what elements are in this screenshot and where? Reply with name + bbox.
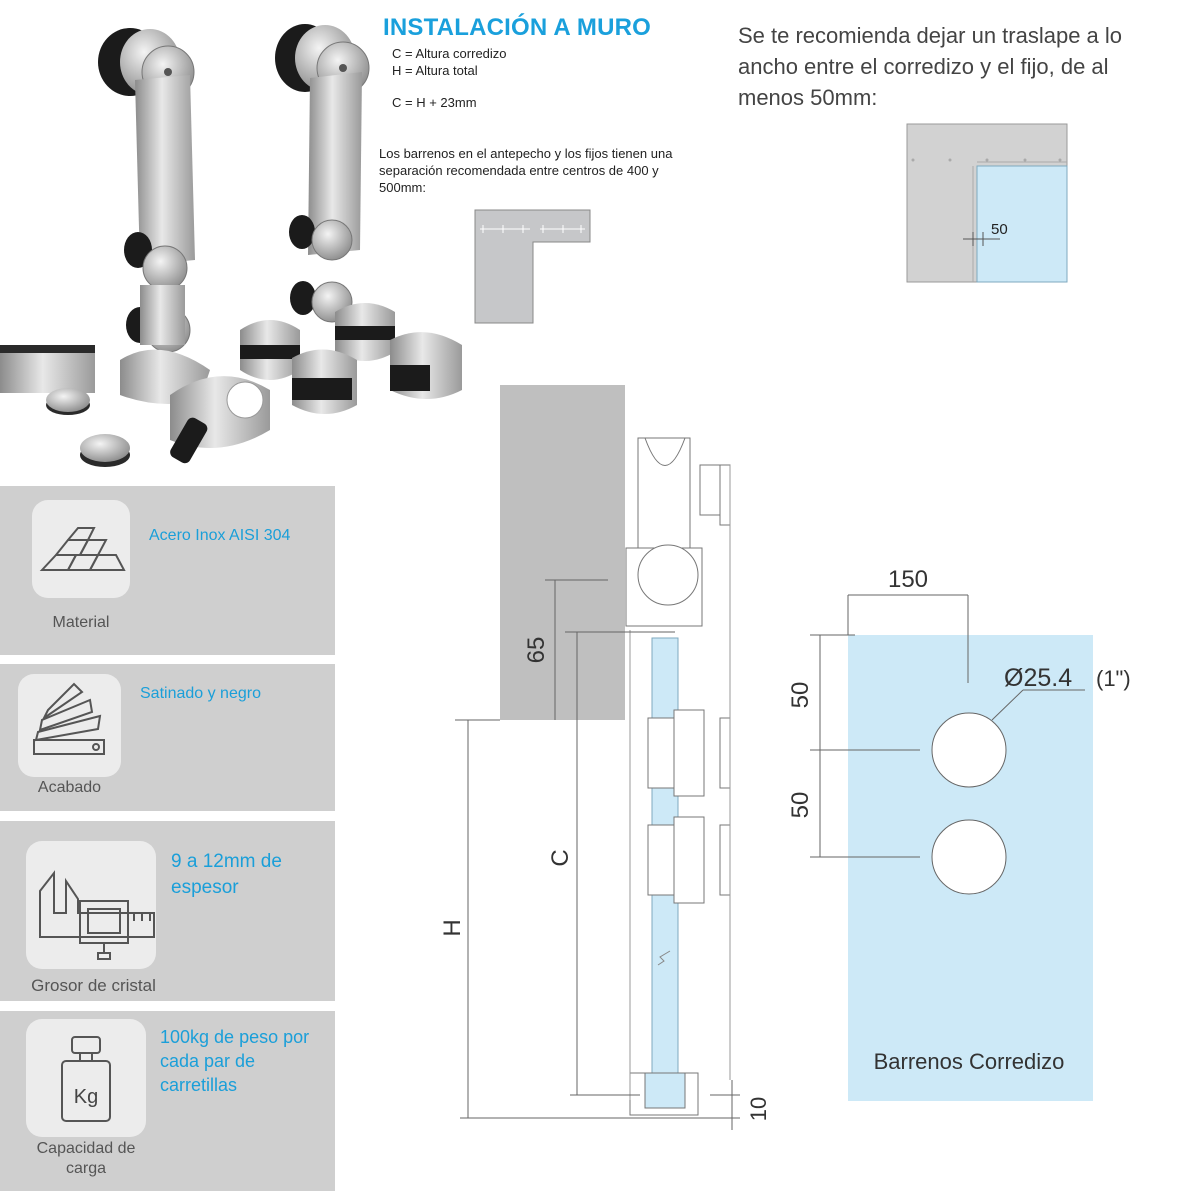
hole-bottom [931,819,1007,895]
stopper-and-caps [0,345,130,467]
spec-label: Capacidad de carga [36,1140,136,1177]
caliper-icon [26,841,156,969]
wall-mount-section-diagram: 65 C H 10 [439,385,771,1130]
legend-c: C = Altura corredizo [392,46,507,61]
dim-65-label: 65 [523,637,550,664]
hole-top [931,712,1007,788]
holes-note: Los barrenos en el antepecho y los fijos… [379,146,673,195]
spec-label: Acabado [37,779,102,796]
spec-label: Material [52,614,110,631]
dim-width-label: 150 [888,566,928,593]
overlap-recommendation: Se te recomienda dejar un traslape a lo … [738,23,1123,110]
glass-clamps [120,303,462,464]
spec-value: 9 a 12mm de espesor [171,851,282,898]
right-hanger [275,24,370,323]
dim-spacing-1-label: 50 [787,682,814,709]
spec-label: Grosor de cristal [31,976,156,995]
steel-ingots-icon [32,500,130,598]
left-hanger [98,28,195,353]
section-title: INSTALACIÓN A MURO [383,14,652,41]
dim-spacing-2-label: 50 [787,792,814,819]
dim-10-label: 10 [746,1097,771,1121]
spec-card-load-capacity: Kg Capacidad de carga 100kg de peso por … [0,1011,335,1191]
spec-value: Acero Inox AISI 304 [149,527,291,544]
spec-value: Satinado y negro [140,685,261,702]
panel-caption: Barrenos Corredizo [874,1049,1065,1074]
wall [500,385,625,720]
diameter-label: Ø25.4 [1004,664,1072,692]
formula: C = H + 23mm [392,95,477,110]
overlap-value: 50 [991,221,1008,238]
color-swatches-icon [18,674,121,777]
spec-card-finish: Acabado Satinado y negro [0,664,335,811]
spec-card-glass-thickness: Grosor de cristal 9 a 12mm de espesor [0,821,335,1001]
sliding-panel-holes-diagram: 150 50 50 Ø25.4 (1") Barrenos Corredizo [787,566,1131,1101]
legend-h: H = Altura total [392,63,478,78]
spec-card-material: Material Acero Inox AISI 304 [0,486,335,655]
hole-spacing-diagram [474,209,591,324]
kg-label: Kg [74,1086,98,1108]
dim-c-label: C [547,849,574,866]
dim-h-label: H [439,919,466,936]
overlap-diagram: 50 [906,123,1068,283]
spec-value: 100kg de peso por cada par de carretilla… [160,1027,310,1095]
weight-kg-icon: Kg [26,1019,146,1137]
diameter-inch-label: (1") [1096,666,1131,691]
hardware-kit-illustration [0,24,462,467]
